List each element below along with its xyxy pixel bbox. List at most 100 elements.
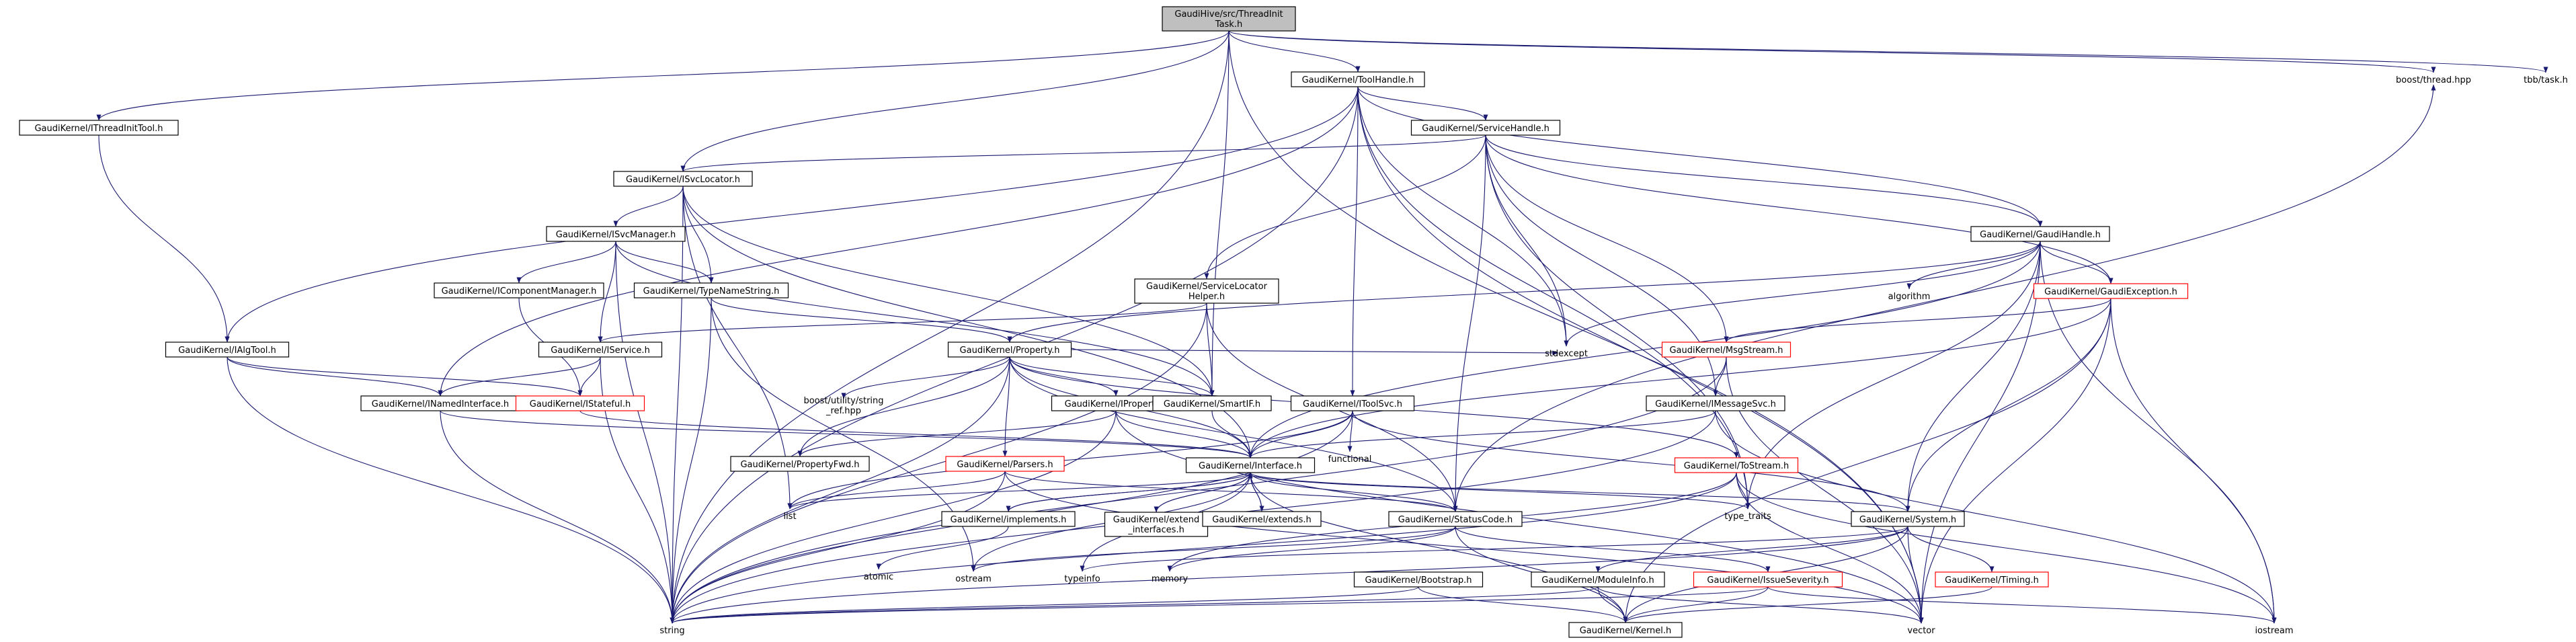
node-iostream: iostream [2255,626,2293,636]
edge-servicelocatorhelper-to-string [670,303,1207,624]
node-gaudihandle[interactable]: GaudiKernel/GaudiHandle.h [1970,226,2110,242]
node-implements[interactable]: GaudiKernel/implements.h [941,511,1076,527]
edge-istateful-to-interface [579,410,1253,458]
edge-gaudihandle-to-stdexcept [1564,241,2041,347]
node-msgstream[interactable]: GaudiKernel/MsgStream.h [1661,342,1792,358]
node-memory: memory [1152,574,1189,584]
node-box [1661,342,1792,358]
node-box [1970,226,2110,242]
node-tostream[interactable]: GaudiKernel/ToStream.h [1674,457,1799,473]
node-ithreadinit[interactable]: GaudiKernel/IThreadInitTool.h [19,120,179,136]
node-box [1693,571,1843,588]
node-box [1388,511,1523,527]
node-box [1568,622,1683,638]
node-interface[interactable]: GaudiKernel/Interface.h [1185,457,1316,473]
node-typenamestring[interactable]: GaudiKernel/TypeNameString.h [633,282,789,298]
node-bootstrap[interactable]: GaudiKernel/Bootstrap.h [1353,571,1484,588]
node-extendinterfaces[interactable]: GaudiKernel/extend_interfaces.h [1104,512,1209,537]
edge-isvcmanager-to-string [615,241,675,624]
node-label: GaudiKernel/IService.h [551,346,650,356]
node-box [1291,71,1425,87]
node-label: GaudiKernel/IThreadInitTool.h [34,124,163,134]
edge-statuscode-to-issueseverity [1455,526,1771,573]
node-iproperty[interactable]: GaudiKernel/IProperty.h [1051,395,1181,411]
node-label: functional [1328,454,1372,465]
edge-implements-to-interface [1008,472,1253,512]
node-ialgtool[interactable]: GaudiKernel/IAlgTool.h [165,342,290,358]
edge-gaudiexception-to-vector [1919,298,2111,624]
node-smartif[interactable]: GaudiKernel/SmartIF.h [1152,395,1272,411]
node-label: GaudiKernel/ToStream.h [1684,461,1789,471]
edge-inamedinterface-to-string [440,410,675,624]
edge-system-to-moduleinfo [1595,526,1908,573]
edge-toolhandle-to-typetraits [1357,86,1750,510]
node-gaudiexception[interactable]: GaudiKernel/GaudiException.h [2033,283,2189,299]
edge-isvclocator-to-isvcmanager [613,186,684,227]
node-toolhandle[interactable]: GaudiKernel/ToolHandle.h [1291,71,1425,87]
node-box [1134,278,1279,304]
node-timing[interactable]: GaudiKernel/Timing.h [1935,571,2049,588]
edge-layer [96,30,2548,624]
edge-toolhandle-to-stdexcept [1357,86,1569,347]
edge-parsers-to-string [670,471,1006,624]
node-label: GaudiKernel/MsgStream.h [1669,346,1783,356]
node-box [1152,395,1272,411]
node-label: GaudiKernel/SmartIF.h [1164,399,1260,409]
node-box [633,282,789,298]
edge-property-to-propertyfwd [797,356,1010,457]
edge-isvcmanager-to-typenamestring [615,241,714,284]
edge-statuscode-to-ostream [971,526,1456,572]
node-atomic: atomic [864,572,893,582]
node-box [1851,511,1965,527]
edge-system-to-typeinfo [1080,526,1908,572]
node-servicehandle[interactable]: GaudiKernel/ServiceHandle.h [1410,120,1561,136]
edge-servicelocatorhelper-to-iservice [598,303,1207,343]
node-propertyfwd[interactable]: GaudiKernel/PropertyFwd.h [730,456,870,472]
node-inamedinterface[interactable]: GaudiKernel/INamedInterface.h [360,395,520,411]
node-moduleinfo[interactable]: GaudiKernel/ModuleInfo.h [1531,571,1665,588]
edge-extendinterfaces-to-interface [1156,472,1253,513]
node-parsers[interactable]: GaudiKernel/Parsers.h [945,456,1065,472]
edge-imessagesvc-to-iostream [1715,410,2277,624]
node-label: GaudiKernel/Interface.h [1199,461,1302,471]
node-label: GaudiKernel/extend [1113,515,1199,525]
node-itoolsvc[interactable]: GaudiKernel/IToolSvc.h [1290,395,1415,411]
node-isvclocator[interactable]: GaudiKernel/ISvcLocator.h [613,171,753,187]
edge-timing-to-kernel [1623,586,1993,623]
node-box [1104,512,1209,537]
node-label: GaudiKernel/StatusCode.h [1398,515,1513,525]
node-box [1202,511,1322,527]
edge-gaudiexception-to-kernel [1623,298,2111,623]
edge-moduleinfo-to-kernel [1597,586,1628,623]
node-box [515,395,645,411]
node-property[interactable]: GaudiKernel/Property.h [947,342,1072,358]
node-istateful[interactable]: GaudiKernel/IStateful.h [515,395,645,411]
node-icomponentmanager[interactable]: GaudiKernel/IComponentManager.h [434,282,604,298]
node-algorithm: algorithm [1888,292,1931,302]
node-box [613,171,753,187]
edge-system-to-timing [1907,526,1995,573]
node-isvcmanager[interactable]: GaudiKernel/ISvcManager.h [546,226,686,242]
edge-issueseverity-to-string [670,586,1769,624]
node-label: GaudiKernel/extends.h [1212,515,1312,525]
node-imessagesvc[interactable]: GaudiKernel/IMessageSvc.h [1646,395,1785,411]
edge-itoolsvc-to-system [1352,410,1910,512]
node-statuscode[interactable]: GaudiKernel/StatusCode.h [1388,511,1523,527]
node-iservice[interactable]: GaudiKernel/IService.h [538,342,663,358]
node-system[interactable]: GaudiKernel/System.h [1851,511,1965,527]
node-label: GaudiKernel/IStateful.h [530,399,631,409]
node-box [730,456,870,472]
edge-toolhandle-to-itoolsvc [1350,86,1359,397]
edge-property-to-boostutility [841,356,1010,399]
node-label: list [783,512,796,522]
node-extends[interactable]: GaudiKernel/extends.h [1202,511,1322,527]
node-kernel[interactable]: GaudiKernel/Kernel.h [1568,622,1683,638]
edge-ialgtool-to-istateful [227,356,583,397]
edge-iproperty-to-interface [1115,410,1253,458]
node-label: GaudiKernel/IComponentManager.h [442,286,597,296]
node-issueseverity[interactable]: GaudiKernel/IssueSeverity.h [1693,571,1843,588]
edge-root-to-smartif [1209,30,1230,397]
